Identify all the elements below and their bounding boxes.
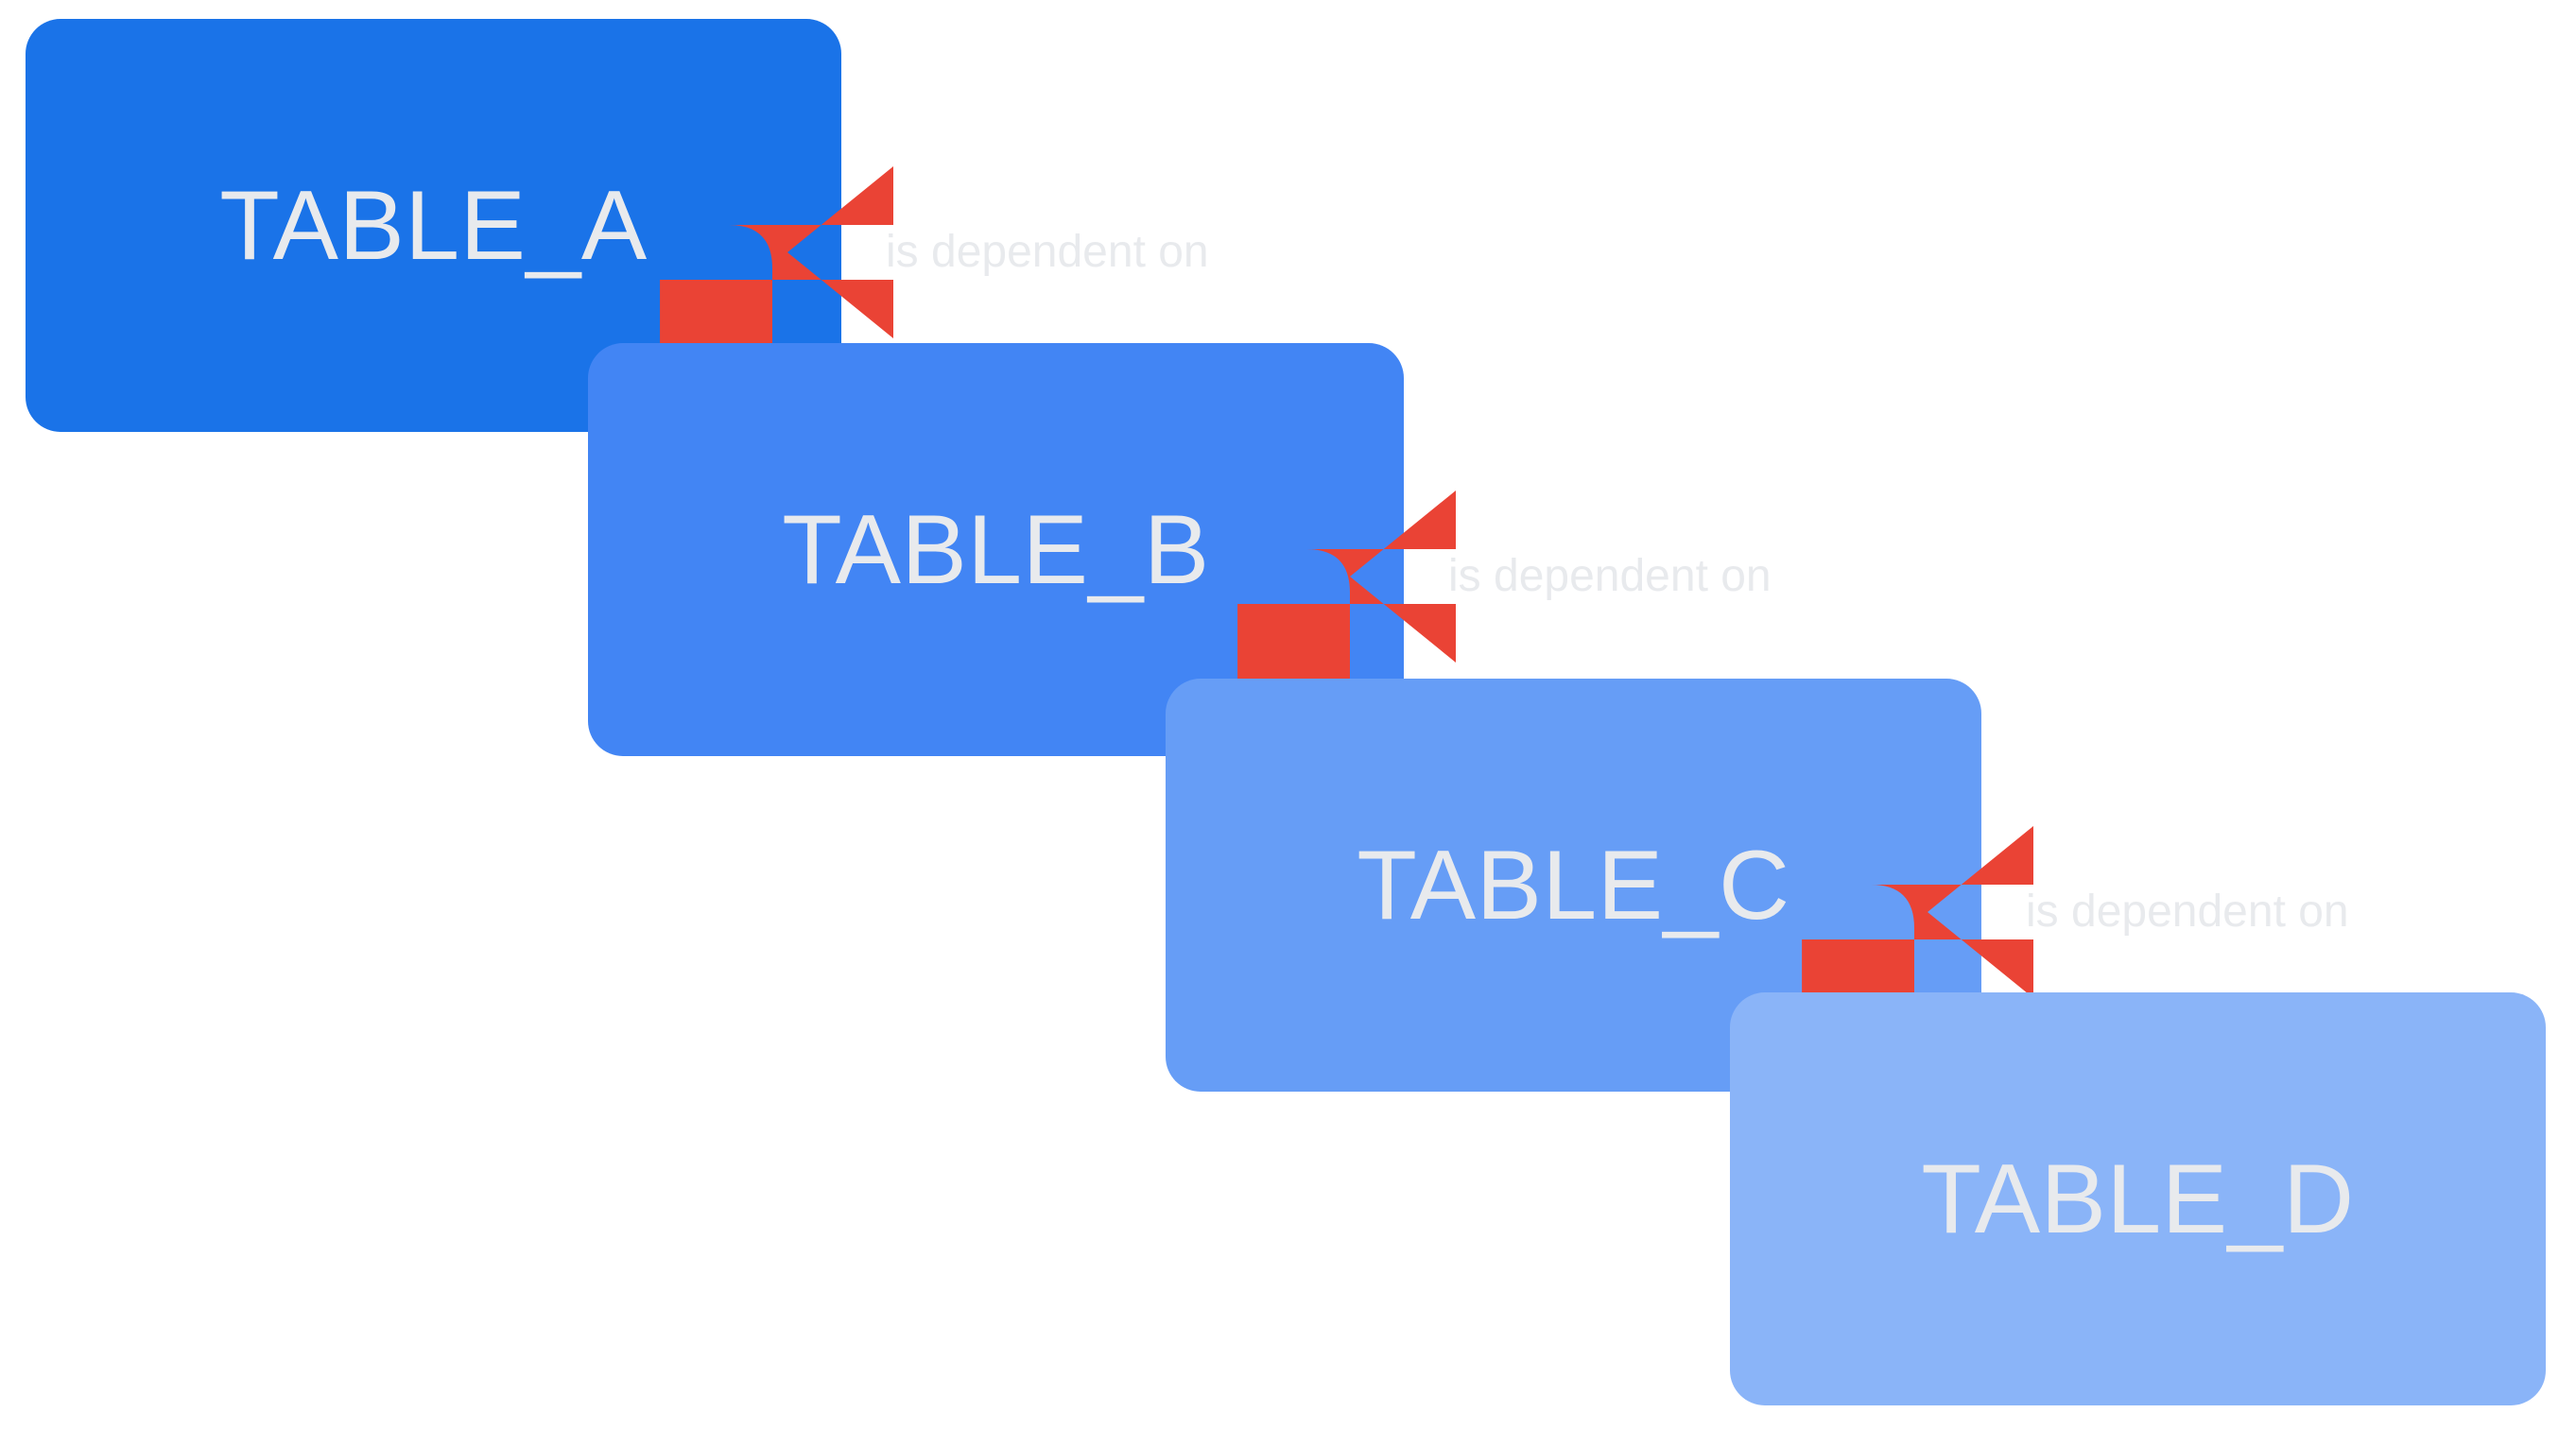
node-table-d[interactable]: TABLE_D [1730, 992, 2546, 1405]
node-table-c[interactable]: TABLE_C [1166, 679, 1981, 1092]
connector-label-b-c: is dependent on [1448, 550, 1772, 601]
node-label-table-d: TABLE_D [1921, 1144, 2355, 1254]
connector-label-c-d: is dependent on [2026, 886, 2349, 937]
connector-label-a-b: is dependent on [886, 226, 1209, 277]
node-label-table-b: TABLE_B [782, 494, 1210, 605]
node-label-table-a: TABLE_A [219, 170, 648, 281]
node-label-table-c: TABLE_C [1357, 830, 1790, 940]
